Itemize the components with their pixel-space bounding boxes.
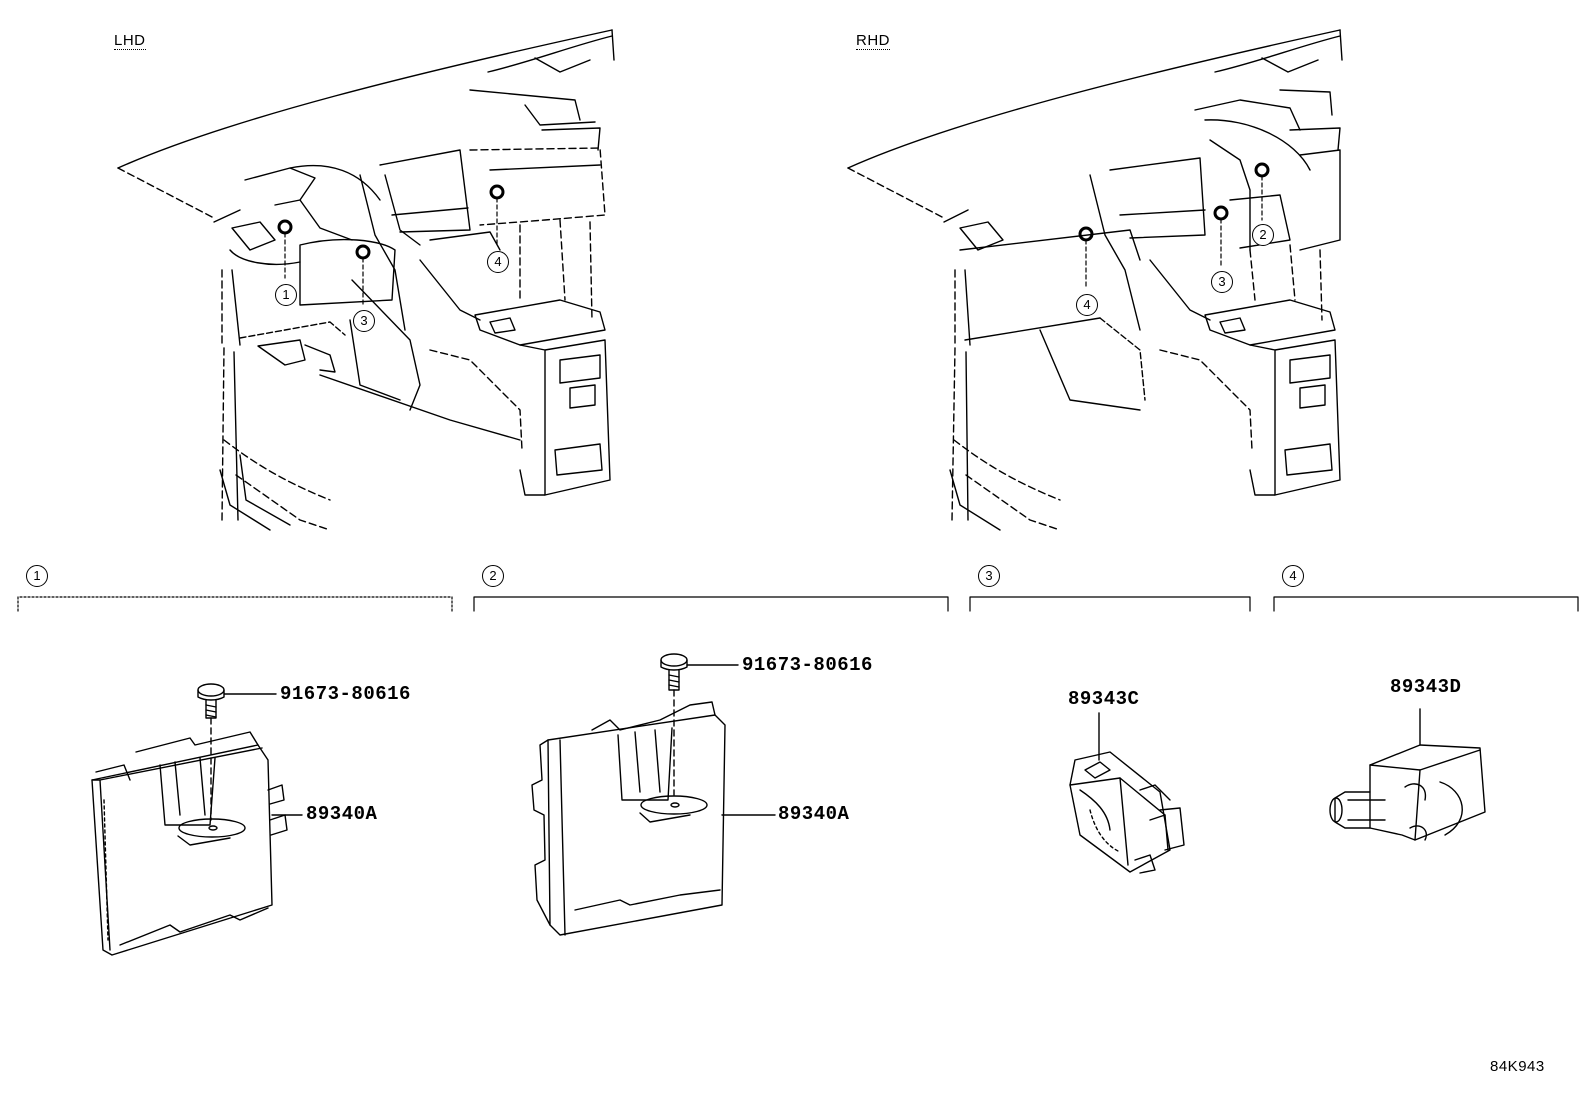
section-4-number: 4 [1282,565,1304,587]
section-brackets [17,596,1579,612]
section-1-ecu-drawing [91,683,303,956]
drawing-number: 84K943 [1490,1058,1545,1075]
lhd-callout-1: 1 [275,284,297,306]
rhd-callout-3: 3 [1211,271,1233,293]
section-2-ecu-drawing [531,653,776,936]
rhd-view-label: RHD [856,32,890,50]
section-4-sensor-drawing [1329,708,1486,841]
rhd-callout-2: 2 [1252,224,1274,246]
rhd-callout-leaders [1078,162,1270,290]
rhd-callout-4: 4 [1076,294,1098,316]
section-3-sensor-part-number: 89343C [1068,688,1140,710]
section-2-number: 2 [482,565,504,587]
section-2-ecu-part-number: 89340A [778,803,850,825]
section-1-bolt-part-number: 91673-80616 [280,683,411,705]
lhd-dashboard-drawing [117,29,615,531]
section-1-ecu-part-number: 89340A [306,803,378,825]
lhd-callout-leaders [277,184,505,306]
section-3-sensor-drawing [1069,712,1185,874]
lhd-view-label: LHD [114,32,146,50]
lhd-callout-3: 3 [353,310,375,332]
section-1-number: 1 [26,565,48,587]
section-2-bolt-part-number: 91673-80616 [742,654,873,676]
section-4-sensor-part-number: 89343D [1390,676,1462,698]
lhd-callout-4: 4 [487,251,509,273]
rhd-dashboard-drawing [847,29,1343,531]
section-3-number: 3 [978,565,1000,587]
